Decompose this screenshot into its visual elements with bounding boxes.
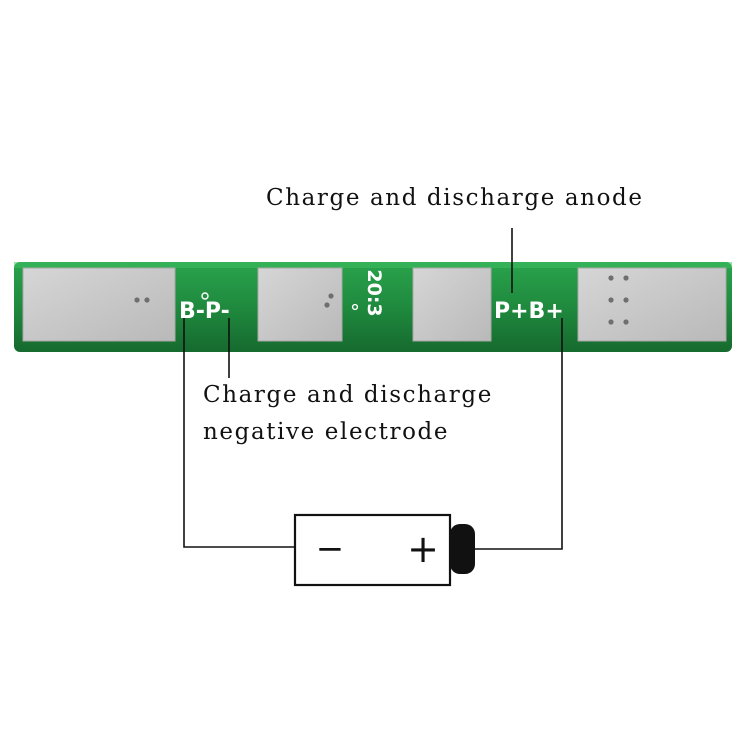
pcb-edge-highlight [14, 262, 732, 268]
vias [134, 275, 629, 325]
negative-label-line-1: Charge and discharge [203, 382, 493, 408]
via [608, 319, 614, 325]
date-code: 20:3 [363, 269, 385, 316]
via [623, 319, 629, 325]
via [608, 297, 614, 303]
via [134, 297, 140, 303]
battery-plus-sign: + [407, 527, 439, 571]
battery-minus-sign: − [316, 529, 345, 569]
via [623, 297, 629, 303]
negative-label-line-2: negative electrode [203, 419, 450, 445]
via [623, 275, 629, 281]
silkscreen-b-p-minus: B-P- [179, 299, 230, 324]
via [144, 297, 150, 303]
pad-b-minus [22, 267, 176, 342]
protection-board: B-P- P+B+ 20:3 [14, 262, 732, 352]
silk-dot [351, 303, 359, 311]
anode-label: Charge and discharge anode [266, 185, 644, 211]
silk-dot [201, 292, 209, 300]
via [608, 275, 614, 281]
pad-p-plus [412, 267, 492, 342]
pcb-substrate [14, 262, 732, 352]
negative-electrode-label: Charge and discharge negative electrode [203, 377, 493, 451]
b-plus-wire [475, 318, 563, 550]
silkscreen-p-b-plus: P+B+ [494, 299, 564, 324]
b-minus-wire [183, 318, 295, 548]
pad-b-plus [577, 267, 727, 342]
via [328, 293, 334, 299]
battery-body [293, 513, 452, 587]
battery: − + [293, 513, 475, 587]
via [324, 302, 330, 308]
battery-terminal [450, 524, 475, 574]
